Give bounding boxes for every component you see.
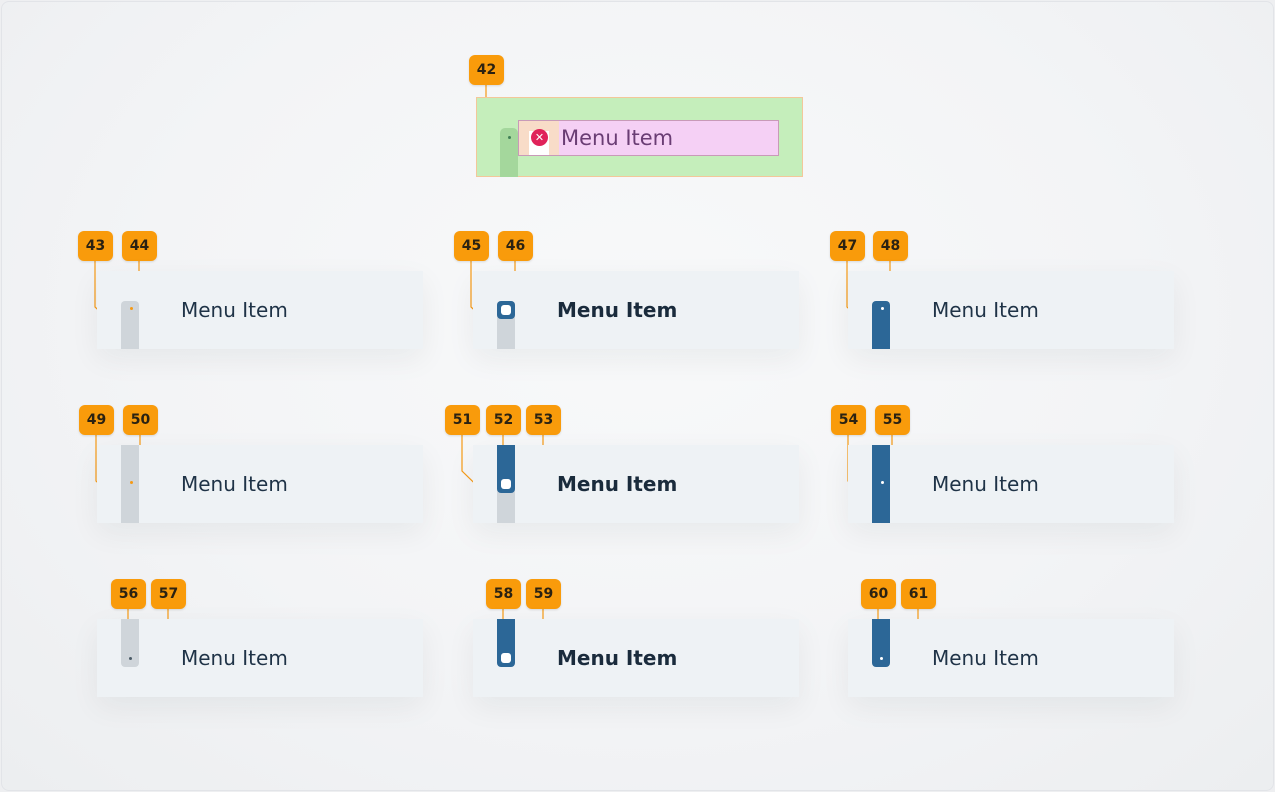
- menu-item-card[interactable]: Menu Item: [473, 445, 799, 523]
- indicator-handle-knob: [501, 479, 511, 489]
- indicator-dot: [881, 481, 884, 484]
- annotation-badge-46: 46: [498, 231, 533, 261]
- indicator-dot: [508, 136, 511, 139]
- annotation-badge-59: 59: [526, 579, 561, 609]
- menu-item-card[interactable]: Menu Item: [97, 619, 423, 697]
- menu-item-label: Menu Item: [181, 472, 288, 496]
- indicator-handle-active: [497, 445, 515, 493]
- menu-item-label: Menu Item: [557, 472, 678, 496]
- menu-item-label: Menu Item: [181, 298, 288, 322]
- indicator-bar-inactive: [121, 619, 139, 667]
- indicator-bar-inactive: [121, 301, 139, 349]
- annotation-badge-57: 57: [151, 579, 186, 609]
- indicator-dot: [130, 307, 133, 310]
- menu-item-label: Menu Item: [932, 646, 1039, 670]
- indicator-dot: [881, 307, 884, 310]
- menu-item-card[interactable]: Menu Item: [848, 445, 1174, 523]
- indicator-bar: [500, 128, 518, 177]
- menu-item-card[interactable]: Menu Item: [848, 619, 1174, 697]
- icon-slot: ✕: [519, 121, 559, 155]
- annotation-badge-54: 54: [831, 405, 866, 435]
- indicator-bar-active: [872, 445, 890, 523]
- menu-item-card[interactable]: Menu Item: [97, 271, 423, 349]
- annotation-badge-48: 48: [873, 231, 908, 261]
- annotation-badge-44: 44: [122, 231, 157, 261]
- menu-item-label: Menu Item: [557, 646, 678, 670]
- indicator-handle-knob: [501, 653, 511, 663]
- selected-menu-item-component[interactable]: ✕ Menu Item: [476, 97, 803, 177]
- annotation-badge-42: 42: [469, 55, 504, 85]
- annotation-badge-56: 56: [111, 579, 146, 609]
- menu-item-label: Menu Item: [557, 298, 678, 322]
- annotation-badge-58: 58: [486, 579, 521, 609]
- annotation-badge-51: 51: [445, 405, 480, 435]
- menu-item-label: Menu Item: [561, 126, 674, 150]
- annotation-badge-43: 43: [78, 231, 113, 261]
- indicator-dot: [880, 657, 883, 660]
- close-circle-icon[interactable]: ✕: [531, 129, 548, 146]
- menu-item-card[interactable]: Menu Item: [473, 619, 799, 697]
- menu-item-label: Menu Item: [932, 472, 1039, 496]
- menu-item-card[interactable]: Menu Item: [848, 271, 1174, 349]
- indicator-handle-active: [497, 619, 515, 667]
- indicator-bar-inactive: [121, 445, 139, 523]
- annotation-badge-61: 61: [901, 579, 936, 609]
- annotation-badge-52: 52: [486, 405, 521, 435]
- menu-item-label: Menu Item: [181, 646, 288, 670]
- indicator-handle-active: [497, 301, 515, 319]
- annotation-badge-49: 49: [79, 405, 114, 435]
- menu-item-padding-box: ✕ Menu Item: [518, 120, 779, 156]
- indicator-dot: [130, 481, 133, 484]
- menu-item-card[interactable]: Menu Item: [97, 445, 423, 523]
- menu-item-card[interactable]: Menu Item: [473, 271, 799, 349]
- annotation-badge-53: 53: [526, 405, 561, 435]
- indicator-dot: [129, 657, 132, 660]
- annotation-badge-50: 50: [123, 405, 158, 435]
- indicator-bar-active: [872, 301, 890, 349]
- indicator-handle-knob: [501, 305, 511, 315]
- menu-item-label: Menu Item: [932, 298, 1039, 322]
- annotation-badge-47: 47: [830, 231, 865, 261]
- indicator-bar-active: [872, 619, 890, 667]
- annotation-badge-45: 45: [454, 231, 489, 261]
- annotation-badge-55: 55: [875, 405, 910, 435]
- annotation-badge-60: 60: [861, 579, 896, 609]
